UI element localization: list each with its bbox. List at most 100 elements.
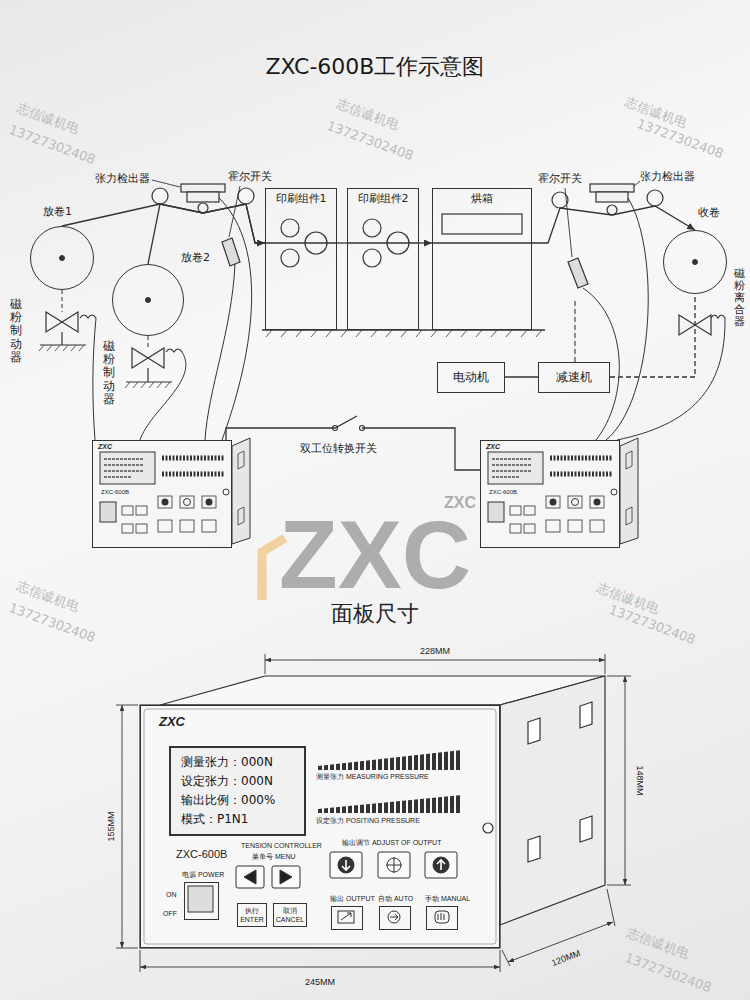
magnetic-brake: [147, 368, 148, 382]
node-text: 放卷1: [43, 205, 72, 218]
diagram-title: ZXC-600B工作示意图: [0, 52, 750, 82]
web-line: [265, 242, 337, 243]
panel-button: 手动 MANUAL: [426, 906, 458, 930]
node-text: 放卷2: [181, 251, 210, 264]
magnetic-brake: [148, 348, 164, 368]
reducer-box: 减速机: [538, 362, 610, 393]
part-label: 张力检出器: [640, 170, 695, 183]
hall-switch: [222, 238, 588, 288]
panel-label: 测量张力 MEASURING PRESSURE: [316, 773, 429, 781]
printing-rollers: [363, 219, 381, 237]
dimension-line: [140, 950, 141, 972]
signal-wire: [93, 318, 96, 440]
tension-detector: [181, 184, 225, 192]
panel-housing: [528, 836, 540, 862]
roll-axle: [62, 290, 63, 312]
tension-detector: [590, 184, 634, 192]
node-text: 电源 POWER: [182, 871, 224, 879]
panel-housing: [580, 816, 592, 842]
tension-detector: [607, 205, 617, 215]
node-text: 手动 MANUAL: [425, 895, 470, 903]
dimension-line: [116, 705, 138, 706]
connector: [532, 206, 695, 243]
panel-label: OFF: [163, 910, 177, 918]
guide-roller: [152, 188, 168, 204]
web-line: [432, 242, 532, 243]
leader-line: [152, 180, 180, 187]
connector: [505, 376, 538, 377]
magnetic-brake: [132, 348, 148, 368]
part-label: 张力检出器: [95, 172, 150, 185]
dimension-line: [500, 950, 501, 972]
connector: [226, 416, 480, 470]
part-label: 双工位转换开关: [300, 442, 377, 455]
printing-rollers: [281, 219, 409, 267]
panel-button: [433, 857, 449, 873]
panel-button: [338, 857, 354, 873]
unwind-roll: 放卷2: [112, 264, 184, 336]
panel-label: ON: [166, 891, 177, 899]
node-text: 输出 OUTPUT: [330, 895, 375, 903]
node-text: TENSION CONTROLLER: [241, 842, 322, 850]
signal-wire: [606, 198, 648, 440]
signal-wire: [219, 198, 252, 440]
dimension-line: [502, 950, 510, 966]
printing-rollers: [281, 249, 299, 267]
panel-housing: [144, 709, 496, 944]
panel-button: [425, 852, 457, 878]
controller-art: [92, 438, 250, 548]
tension-detector: [187, 192, 219, 202]
controller-panel: ZXCZXC-600BTENSION CONTROLLER测量张力：000N设定…: [140, 705, 500, 948]
drying-oven: 烘箱: [432, 188, 532, 330]
node-text: ZXC-600B: [101, 489, 129, 496]
rewind-roll: 收卷: [663, 230, 727, 294]
web-line: [347, 242, 419, 243]
dimension: 120MM: [550, 947, 582, 968]
dimension-line: [265, 654, 266, 674]
dimension: 228MM: [420, 646, 450, 657]
controller-art: [480, 438, 638, 548]
guide-roller: [238, 188, 254, 204]
panel-housing: [483, 823, 493, 833]
roll-axle: [60, 256, 65, 261]
magnetic-brake: [62, 312, 78, 332]
panel-button: [388, 911, 400, 923]
node-text: 执行 ENTER: [239, 906, 265, 924]
level-bars: [318, 750, 462, 770]
dimension: 155MM: [106, 811, 117, 841]
magnetic-brake: [126, 381, 172, 382]
magnetic-brake: [46, 312, 62, 332]
guide-roller: [647, 190, 663, 206]
magnetic-brake: [61, 332, 62, 345]
drive-shaft: [574, 300, 575, 362]
node-text: 取消 CANCEL: [275, 906, 305, 924]
printing-rollers: [363, 249, 381, 267]
printing-unit: 印刷组件1: [265, 188, 337, 330]
panel-button: 输出 OUTPUT: [331, 906, 363, 930]
panel-housing: [140, 676, 605, 948]
floor: [262, 330, 545, 337]
guide-roller: [152, 188, 663, 208]
leader-line: [634, 181, 640, 186]
node-text: 减速机: [556, 373, 592, 382]
logo-watermark: ZXC: [279, 507, 471, 603]
connector: [419, 242, 432, 243]
printing-rollers: [305, 232, 327, 254]
dimension-line: [607, 676, 631, 677]
panel-label: 菜单号 MENU: [252, 853, 296, 861]
node-text: ZXC-600B: [176, 848, 227, 861]
part-label: 磁粉离合器: [734, 268, 745, 328]
panel-housing: [500, 676, 605, 925]
dimension-line: [140, 967, 500, 968]
signal-wire: [617, 318, 725, 440]
panel-button: [438, 913, 444, 920]
panel-label: 输出调节 ADJUST OF OUTPUT: [342, 839, 441, 847]
signal-wire: [583, 288, 619, 440]
node-text: 收卷: [698, 206, 720, 219]
tension-detector: [596, 192, 628, 202]
panel-button: [236, 866, 264, 888]
panel-button: [330, 852, 362, 878]
roll-axle: [146, 298, 151, 303]
roll-axle: [693, 260, 698, 265]
lcd-display: 测量张力：000N设定张力：000N输出比例：000%模式：P1N1: [169, 746, 306, 836]
